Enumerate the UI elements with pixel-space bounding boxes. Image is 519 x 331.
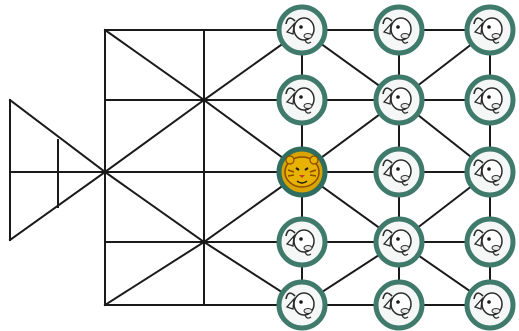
- goat-icon[interactable]: [279, 7, 325, 53]
- goat-icon[interactable]: [467, 282, 513, 328]
- goat-icon[interactable]: [467, 7, 513, 53]
- goat-icon[interactable]: [467, 77, 513, 123]
- goat-icon[interactable]: [376, 219, 422, 265]
- goat-icon[interactable]: [279, 219, 325, 265]
- tiger-icon[interactable]: [279, 149, 325, 195]
- board-diagonal-line: [105, 242, 204, 305]
- goat-icon[interactable]: [376, 282, 422, 328]
- goat-icon[interactable]: [376, 77, 422, 123]
- board-diagonal-line: [105, 172, 204, 242]
- goat-icon[interactable]: [376, 149, 422, 195]
- board-diagonal-line: [105, 30, 204, 100]
- board-diagonal-line: [105, 100, 204, 172]
- pieces-layer: [279, 7, 513, 328]
- goat-icon[interactable]: [279, 282, 325, 328]
- goat-icon[interactable]: [376, 7, 422, 53]
- goat-icon[interactable]: [467, 149, 513, 195]
- goat-icon[interactable]: [467, 219, 513, 265]
- goat-icon[interactable]: [279, 77, 325, 123]
